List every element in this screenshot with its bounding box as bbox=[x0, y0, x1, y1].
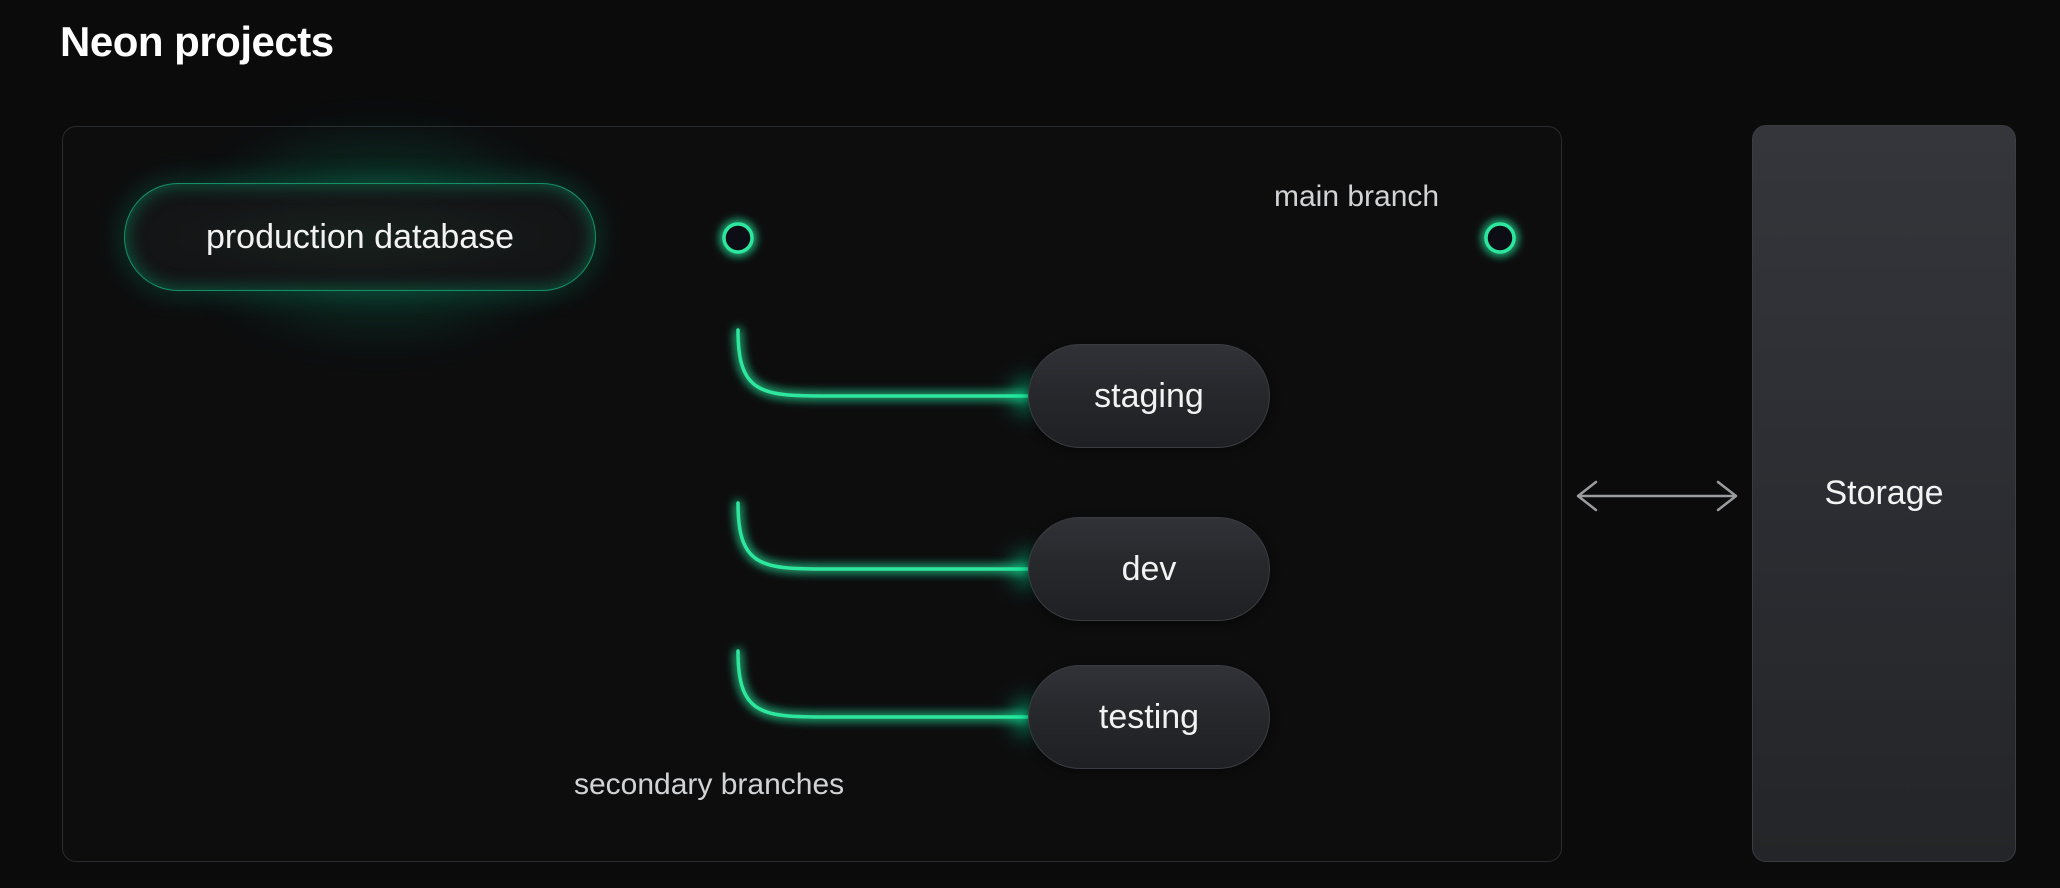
node-dev-label: dev bbox=[1121, 549, 1177, 588]
node-staging-label: staging bbox=[1094, 376, 1204, 415]
label-main-branch: main branch bbox=[1274, 180, 1440, 213]
node-production-database-label: production database bbox=[205, 217, 515, 256]
node-staging[interactable]: staging bbox=[1028, 344, 1270, 448]
node-dev[interactable]: dev bbox=[1028, 517, 1270, 621]
node-testing[interactable]: testing bbox=[1028, 665, 1270, 769]
storage-panel: Storage bbox=[1752, 125, 2016, 862]
bidirectional-arrow-icon bbox=[1576, 480, 1738, 512]
storage-panel-label: Storage bbox=[1824, 474, 1944, 512]
node-production-database[interactable]: production database bbox=[124, 183, 596, 291]
label-secondary-branches: secondary branches bbox=[574, 768, 845, 801]
page-title: Neon projects bbox=[60, 18, 334, 65]
node-testing-label: testing bbox=[1098, 697, 1200, 736]
